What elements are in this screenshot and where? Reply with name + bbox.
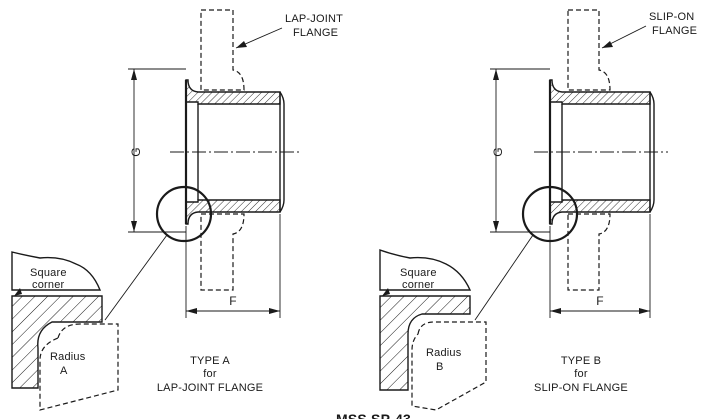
type-a-detail-radius-line1: Radius bbox=[50, 351, 86, 363]
type-b-detail-circle bbox=[521, 185, 579, 243]
type-b-detail-view: Square corner Radius B bbox=[379, 249, 487, 411]
type-a-caption-line3: LAP-JOINT FLANGE bbox=[157, 382, 263, 394]
type-a-drawing: G F LAP-JOINT FLANGE Square corner Radiu… bbox=[11, 9, 343, 411]
type-a-dim-g: G bbox=[129, 147, 143, 157]
type-a-flange-label-line2: FLANGE bbox=[293, 27, 338, 39]
type-a-upper-flange-outline bbox=[200, 9, 245, 91]
type-b-dim-f: F bbox=[596, 294, 604, 308]
type-a-lower-flange-outline bbox=[200, 213, 245, 291]
type-a-detail-view: Square corner Radius A bbox=[11, 251, 119, 411]
type-b-detail-corner-line2: corner bbox=[402, 279, 435, 291]
type-b-stub-bottom-wall bbox=[549, 199, 651, 225]
type-a-dim-f: F bbox=[229, 294, 237, 308]
type-b-flange-label-line1: SLIP-ON bbox=[649, 11, 694, 23]
type-b-drawing: G F SLIP-ON FLANGE Square corner Radius … bbox=[379, 9, 697, 411]
standard-label: MSS SP-43 bbox=[336, 411, 411, 419]
type-b-detail-radius-line1: Radius bbox=[426, 347, 462, 359]
type-a-stub-bottom-wall bbox=[185, 199, 281, 225]
type-a-caption-line2: for bbox=[203, 368, 217, 380]
type-a-detail-radius-line2: A bbox=[60, 365, 68, 377]
type-a-detail-corner-line2: corner bbox=[32, 279, 65, 291]
type-b-upper-flange-outline bbox=[567, 9, 611, 91]
type-a-detail-circle bbox=[155, 185, 213, 243]
type-b-detail-radius-line2: B bbox=[436, 361, 444, 373]
type-b-lower-flange-outline bbox=[567, 213, 611, 291]
type-b-caption-line2: for bbox=[574, 368, 588, 380]
type-a-detail-corner-line1: Square bbox=[30, 267, 67, 279]
type-b-detail-corner-line1: Square bbox=[400, 267, 437, 279]
type-b-flange-label-line2: FLANGE bbox=[652, 25, 697, 37]
type-a-flange-label-line1: LAP-JOINT bbox=[285, 13, 343, 25]
type-a-caption-line1: TYPE A bbox=[190, 355, 230, 367]
type-b-stub-top-wall bbox=[549, 79, 651, 105]
type-b-caption-line3: SLIP-ON FLANGE bbox=[534, 382, 628, 394]
type-b-dim-g: G bbox=[491, 147, 505, 157]
type-a-stub-top-wall bbox=[185, 79, 281, 105]
type-b-caption-line1: TYPE B bbox=[561, 355, 601, 367]
